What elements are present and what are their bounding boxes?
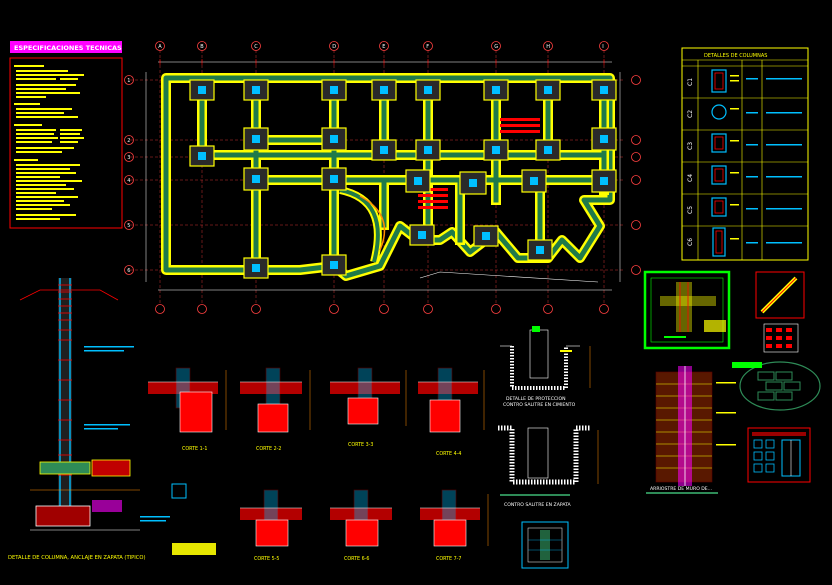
- plan-dim-ticks: [159, 59, 605, 65]
- column-table-desc: [746, 78, 802, 244]
- column-detail-caption: DETALLE DE COLUMNA, ANCLAJE EN ZAPATA (T…: [8, 555, 146, 561]
- specs-frame: [9, 57, 123, 229]
- grid-bubble-A: A: [155, 41, 165, 51]
- svg-text:C6: C6: [687, 238, 694, 246]
- grid-bubbles-right: [631, 75, 641, 275]
- column-vertical-bars: [59, 278, 71, 518]
- svg-text:C2: C2: [687, 110, 694, 118]
- svg-text:B: B: [200, 44, 204, 50]
- grid-bubble-G: G: [491, 41, 501, 51]
- footing-label-5: CORTE 5-5: [254, 556, 279, 562]
- footing-label-6: CORTE 6-6: [344, 556, 369, 562]
- grid-bubble-I: I: [599, 41, 609, 51]
- column-section-detail: [747, 427, 811, 483]
- grid-bubble-3: 3: [124, 152, 134, 162]
- footing-sections: CORTE 1-1 CORTE 2-2 CORTE 3-3 CORTE 4-4: [148, 367, 489, 562]
- grid-bubble-1: 1: [124, 75, 134, 85]
- svg-text:2: 2: [127, 138, 130, 144]
- stair-curve: [359, 195, 386, 251]
- svg-text:F: F: [426, 44, 429, 50]
- footing-section-7: CORTE 7-7: [420, 489, 489, 562]
- protection-details: DETALLE DE PROTECCION CONTRO SALITRE EN …: [498, 326, 599, 569]
- footing-section-3: CORTE 3-3: [330, 367, 407, 448]
- footing-label-3: CORTE 3-3: [348, 442, 373, 448]
- specs-text-lines: [14, 65, 84, 220]
- svg-text:C1: C1: [687, 78, 694, 86]
- footing-section-1: CORTE 1-1: [148, 367, 227, 452]
- pit-detail: [521, 521, 569, 569]
- column-table-grid: [682, 60, 808, 260]
- svg-text:4: 4: [127, 178, 130, 184]
- column-cores: [198, 86, 608, 272]
- footing-section-6: CORTE 6-6: [330, 489, 392, 562]
- svg-text:G: G: [494, 44, 498, 50]
- svg-text:I: I: [602, 44, 603, 50]
- footing-label-7: CORTE 7-7: [436, 556, 461, 562]
- svg-text:1: 1: [127, 78, 130, 84]
- footing-label-1: CORTE 1-1: [182, 446, 207, 452]
- svg-text:3: 3: [127, 155, 130, 161]
- grid-bubble-C: C: [251, 41, 261, 51]
- plan-dimension-lines: [145, 61, 621, 291]
- column-table-title: DETALLES DE COLUMNAS: [704, 53, 767, 59]
- grid-bubble-E: E: [379, 41, 389, 51]
- grid-bubble-D: D: [329, 41, 339, 51]
- svg-text:5: 5: [127, 223, 130, 229]
- svg-text:H: H: [546, 44, 550, 50]
- footing-label-4: CORTE 4-4: [436, 451, 461, 457]
- anchor-notes: [84, 346, 170, 522]
- svg-text:6: 6: [127, 268, 130, 274]
- column-table: DETALLES DE COLUMNAS C1 C2 C3 C4 C5 C6: [681, 47, 809, 261]
- brick-wall-detail: ARRIOSTRE DE MURO DE...: [646, 366, 736, 494]
- svg-text:C4: C4: [687, 174, 694, 182]
- grid-bubble-H: H: [543, 41, 553, 51]
- protection-bottom-subtitle: CONTRO SALITRE EN ZAPATA: [504, 502, 572, 508]
- protection-top: DETALLE DE PROTECCION CONTRO SALITRE EN …: [500, 326, 591, 408]
- site-slope-line: [419, 271, 599, 283]
- grid-bubble-6: 6: [124, 265, 134, 275]
- protection-top-title: DETALLE DE PROTECCION: [506, 396, 566, 402]
- column-stirrups: [58, 284, 72, 476]
- svg-text:A: A: [158, 44, 162, 50]
- anchor-footing: [30, 459, 140, 531]
- footing-section-5: CORTE 5-5: [240, 489, 302, 562]
- specs-title-bar: [10, 41, 122, 53]
- grid-bubble-B: B: [197, 41, 207, 51]
- curved-beam: [339, 186, 382, 263]
- protection-top-subtitle: CONTRO SALITRE EN CIMIENTO: [503, 402, 576, 408]
- footing-section-2: CORTE 2-2: [240, 367, 311, 452]
- column-anchor-detail: DETALLE DE COLUMNA, ANCLAJE EN ZAPATA (T…: [8, 278, 216, 561]
- grid-bubbles-top: A B C D E F G H I: [155, 41, 609, 51]
- column-table-row-labels: C1 C2 C3 C4 C5 C6: [687, 78, 694, 246]
- svg-text:D: D: [332, 44, 336, 50]
- specs-title: ESPECIFICACIONES TECNICAS: [14, 44, 122, 52]
- column-table-frame: [681, 47, 809, 261]
- beam-column-joint-detail: [643, 270, 731, 350]
- brick-isometric: [732, 361, 821, 411]
- svg-text:C3: C3: [687, 142, 694, 150]
- protection-bottom: CONTRO SALITRE EN ZAPATA: [498, 425, 599, 508]
- svg-text:E: E: [382, 44, 385, 50]
- stair-steps: [418, 118, 540, 209]
- svg-text:C: C: [254, 44, 258, 50]
- grid-bubble-5: 5: [124, 220, 134, 230]
- footing-label-2: CORTE 2-2: [256, 446, 281, 452]
- svg-text:C5: C5: [687, 206, 694, 214]
- footing-section-4: CORTE 4-4: [418, 367, 485, 457]
- grid-bubble-F: F: [423, 41, 433, 51]
- wall-detail-caption: ARRIOSTRE DE MURO DE...: [650, 486, 712, 492]
- stair-detail: [755, 271, 805, 353]
- grid-bubbles-left: 1 2 3 4 5 6: [124, 75, 134, 275]
- grid-bubble-4: 4: [124, 175, 134, 185]
- column-table-notes: [730, 75, 739, 240]
- column-sections: [711, 69, 727, 257]
- specs-panel: ESPECIFICACIONES TECNICAS: [9, 41, 123, 229]
- grid-bubbles-bottom: [155, 304, 609, 314]
- grid-bubble-2: 2: [124, 135, 134, 145]
- foundation-plan: A B C D E F G H I 1 2 3 4 5 6: [124, 41, 641, 314]
